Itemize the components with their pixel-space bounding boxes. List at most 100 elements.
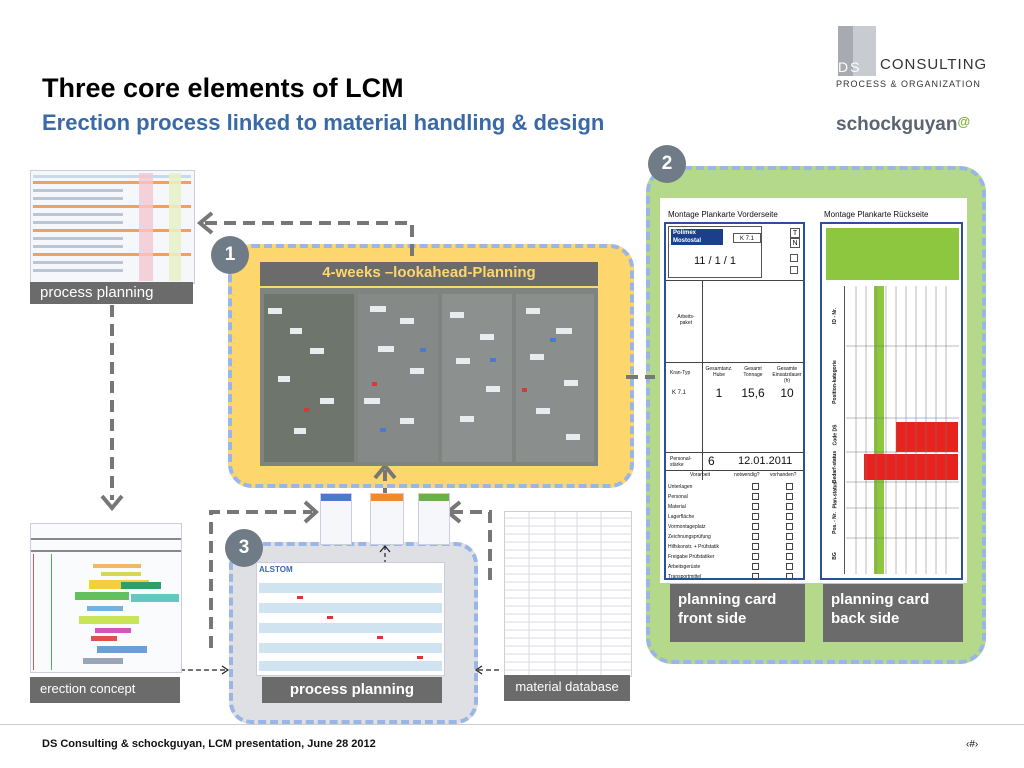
checklist-item-label: Transportmittel xyxy=(668,574,702,580)
checkbox[interactable] xyxy=(786,503,793,510)
card-thumb-green xyxy=(418,493,450,545)
card-thumb-orange xyxy=(370,493,404,545)
arrow-erection-to-cards xyxy=(209,510,312,648)
checkbox[interactable] xyxy=(752,543,759,550)
lookahead-board-photo xyxy=(260,288,598,466)
back-row-label: BG xyxy=(826,538,844,574)
checklist-item-label: Vormontageplatz xyxy=(668,524,706,530)
checklist-item-label: Freigabe Prüfstatiker xyxy=(668,554,715,560)
einsatz-label: Gesamte Einsatzdauer (h) xyxy=(772,366,802,384)
checkbox[interactable] xyxy=(786,523,793,530)
card-back-title: Montage Plankarte Rückseite xyxy=(824,210,929,219)
card-front-label: planning card front side xyxy=(670,584,805,642)
badge-one: 1 xyxy=(211,236,249,274)
slide-number: ‹#› xyxy=(966,739,979,750)
arbeitspaket-label: Arbeits-paket xyxy=(677,314,695,326)
schockguyan-logo: schockguyan@ xyxy=(836,114,970,136)
checkbox[interactable] xyxy=(752,553,759,560)
gesamtanz-label: Gesamtanz. Hube xyxy=(705,366,733,378)
footer-text: DS Consulting & schockguyan, LCM present… xyxy=(42,738,376,750)
process-planning-bottom-label: process planning xyxy=(262,677,442,703)
checkbox[interactable] xyxy=(786,483,793,490)
card-thumb-blue xyxy=(320,493,352,545)
back-row-label: Code DS xyxy=(826,418,844,452)
back-row-label-text: Plan-status xyxy=(832,481,839,509)
date-code: 11 / 1 / 1 xyxy=(694,255,736,267)
back-row-label-text: BG xyxy=(832,552,838,560)
back-row-label: Plan-status xyxy=(826,481,844,509)
checkbox[interactable] xyxy=(786,553,793,560)
card-back-label: planning card back side xyxy=(823,584,963,642)
back-row-label-text: Bedarf-status xyxy=(832,450,839,484)
slide-subtitle: Erection process linked to material hand… xyxy=(42,110,605,135)
back-row-label: Bedarf-status xyxy=(826,450,844,484)
checklist-item-label: Hilfskonstr. + Prüfstatik xyxy=(668,544,719,550)
datum-value: 12.01.2011 xyxy=(738,455,793,467)
checkbox[interactable] xyxy=(752,493,759,500)
checkbox[interactable] xyxy=(786,493,793,500)
back-row-label-text: Position-kategorie xyxy=(832,360,838,404)
n-box: N xyxy=(790,238,800,248)
checkbox[interactable] xyxy=(786,563,793,570)
badge-three: 3 xyxy=(225,529,263,567)
back-row-label: Pos. - Nr. xyxy=(826,508,844,538)
checklist-item-label: Zeichnungsprüfung xyxy=(668,534,711,540)
checklist-item: Hilfskonstr. + Prüfstatik xyxy=(668,542,802,552)
checkbox[interactable] xyxy=(752,533,759,540)
material-database-table xyxy=(504,511,632,677)
checkbox[interactable] xyxy=(786,543,793,550)
vorhanden-label: vorhanden? xyxy=(770,472,797,478)
back-row-label: ID - Nr. xyxy=(826,286,844,346)
notwendig-label: notwendig? xyxy=(734,472,760,478)
process-planning-screen: ALSTOM xyxy=(256,562,445,676)
ds-logo-block-light xyxy=(853,26,876,76)
checklist-item: Arbeitsgerüste xyxy=(668,562,802,572)
back-row-label-text: ID - Nr. xyxy=(832,307,838,325)
slide-title: Three core elements of LCM xyxy=(42,73,404,103)
kran-typ-label: Kran-Typ xyxy=(670,370,691,376)
process-org-text: PROCESS & ORGANIZATION xyxy=(836,79,981,89)
tonnage-label: Gesamt Tonnage xyxy=(743,366,763,378)
checklist-item-label: Unterlagen xyxy=(668,484,693,490)
checkbox[interactable] xyxy=(752,503,759,510)
arrow-db-to-cards xyxy=(450,510,492,580)
ds-letters: DS xyxy=(838,59,862,75)
checklist-item-label: Lagerfläche xyxy=(668,514,695,520)
checklist-item: Lagerfläche xyxy=(668,512,802,522)
checkbox[interactable] xyxy=(752,573,759,580)
card-front-title: Montage Plankarte Vorderseite xyxy=(668,210,778,219)
checkbox[interactable] xyxy=(752,483,759,490)
checklist-item-label: Material xyxy=(668,504,686,510)
tonnage-value: 15,6 xyxy=(741,386,765,400)
checkbox[interactable] xyxy=(786,513,793,520)
k-code: K 7.1 xyxy=(733,233,761,243)
checkbox[interactable] xyxy=(786,573,793,580)
checkbox[interactable] xyxy=(752,523,759,530)
checkbox[interactable] xyxy=(752,513,759,520)
company-2: Mostostal xyxy=(673,238,702,244)
checklist-item: Material xyxy=(668,502,802,512)
schock-name: schockguyan xyxy=(836,114,958,135)
checkbox[interactable] xyxy=(786,533,793,540)
back-row-label: Position-kategorie xyxy=(826,346,844,418)
material-database-label: material database xyxy=(504,675,630,701)
back-row-label-text: Code DS xyxy=(832,424,838,446)
checklist-item: Vormontageplatz xyxy=(668,522,802,532)
checklist-item: Transportmittel xyxy=(668,572,802,582)
kran-value: K 7.1 xyxy=(672,390,687,396)
back-data-grid xyxy=(846,286,959,574)
checklist-item: Freigabe Prüfstatiker xyxy=(668,552,802,562)
vorarbeit-label: Vorarbeit xyxy=(690,472,711,478)
process-planning-label: process planning xyxy=(30,282,193,304)
badge-two: 2 xyxy=(648,145,686,183)
footer-divider xyxy=(0,724,1024,725)
personal-value: 6 xyxy=(708,454,715,468)
erection-concept-gantt xyxy=(30,523,182,673)
dauer-value: 10 xyxy=(780,386,794,400)
tn-area: T N xyxy=(762,226,800,278)
checkbox[interactable] xyxy=(752,563,759,570)
